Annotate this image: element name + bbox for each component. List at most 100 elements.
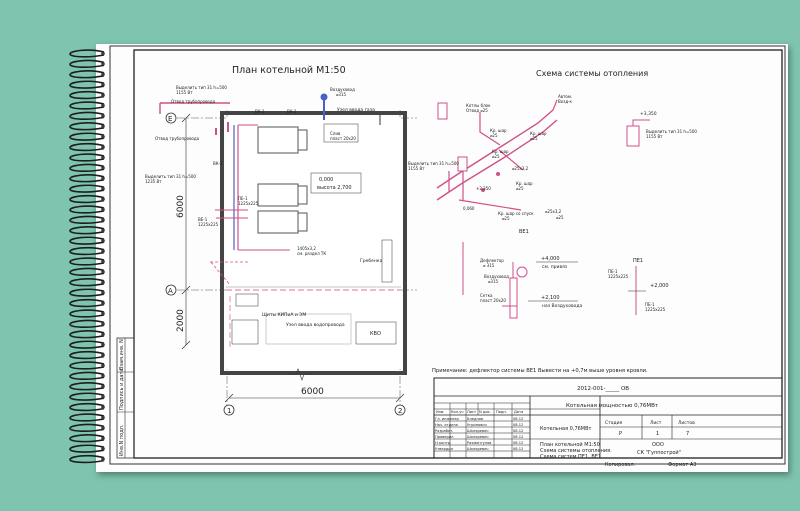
spiral-ring [69, 70, 105, 79]
spiral-hole [101, 322, 105, 326]
spiral-ring [69, 350, 105, 360]
stamp-col-ndok: N док. [479, 410, 491, 414]
spiral-hole [101, 93, 105, 97]
plan-label-otvod-top: Отвод трубопровода [171, 99, 216, 104]
spiral-hole [101, 436, 105, 441]
plan-label-vk1-c: ВК-1 [213, 161, 223, 166]
scheme-title: Схема системы отопления [536, 69, 648, 78]
spiral-ring [69, 413, 105, 422]
outer-frame [109, 45, 786, 465]
spiral-hole [101, 363, 105, 368]
spiral-hole [101, 155, 105, 160]
scheme-label-ve1: ВЕ1 [519, 229, 529, 235]
stamp-role: Утвердил [435, 447, 453, 451]
plan-label-ve1-size: 1225х225 [198, 222, 219, 227]
stamp-hdr-listov: Листов [678, 420, 695, 426]
stamp-hdr-stadiya: Стадия [605, 420, 623, 426]
spiral-ring [69, 340, 105, 349]
dim-height-bottom: 2000 [176, 309, 186, 332]
axis-a-label: А [168, 287, 173, 295]
spiral-ring [69, 309, 105, 318]
spiral-hole [101, 72, 105, 77]
stamp-name: Бледнов [467, 417, 483, 421]
spiral-ring [69, 434, 105, 443]
scheme-label-pe-right: ПЕ-1 [645, 302, 655, 307]
scheme-label-kran-d2: ⌀25 [502, 216, 510, 221]
spiral-ring [69, 382, 105, 391]
spiral-hole [101, 218, 105, 222]
stamp-date: 08.12 [513, 435, 523, 439]
stamp-role: Нач. отдела [435, 423, 458, 427]
spiral-ring [69, 236, 105, 245]
spiral-ring [69, 278, 105, 287]
plan-label-shchit: Щиты КИПиА и ЭМ [262, 312, 306, 318]
plan-label-vydelit-left: Выделить тип 31 h=500 [145, 174, 196, 179]
dim-height-top: 6000 [176, 195, 186, 218]
stamp-col-podp: Подп. [496, 410, 507, 414]
scheme-label-pe-left: ПЕ-1 [608, 269, 618, 274]
spiral-hole [101, 332, 105, 337]
plan-label-ve1: ВЕ-1 [198, 217, 208, 222]
spiral-hole [101, 124, 105, 129]
stamp-date: 08.12 [513, 441, 523, 445]
stamp-col-koluch: Кол.уч [451, 410, 463, 414]
stamp-val-list: 1 [656, 431, 659, 437]
spiral-hole [101, 280, 105, 285]
spiral-ring [69, 142, 105, 152]
spiral-ring [69, 267, 105, 276]
spiral-ring [69, 205, 105, 214]
scheme-elev-2: +2,350 [476, 186, 491, 191]
plan-label-vydelit-top-2: 1155 Вт [176, 90, 193, 95]
spiral-hole [101, 457, 105, 461]
spiral-hole [101, 270, 105, 274]
spiral-hole [101, 197, 105, 201]
spiral-ring [69, 319, 105, 328]
spiral-ring [69, 59, 105, 68]
spiral-hole [101, 415, 105, 420]
scheme-label-kran-c2: ⌀25 [492, 154, 500, 159]
spiral-hole [101, 342, 105, 347]
scheme-elev-1: +3,350 [640, 111, 657, 117]
stamp-name: Шкляревич [467, 435, 489, 439]
stamp-sheet-title-3: Схема систем ПЕ1, ВЕ1. [540, 454, 603, 460]
spiral-hole [101, 311, 105, 316]
zero-mark-1: 0,000 [319, 177, 333, 183]
scheme-label-pe-left-2: 1225х225 [608, 274, 629, 279]
spiral-ring [69, 184, 105, 193]
spiral-hole [101, 166, 105, 170]
scheme-label-vozdukhovod-2: ⌀315 [488, 279, 498, 284]
scheme-label-vozd: наз Воздуховода [542, 303, 582, 309]
scheme-label-pe1: ПЕ1 [633, 258, 643, 264]
spiral-ring [69, 392, 105, 401]
spiral-ring [69, 90, 105, 100]
plan-label-vk1-a: ВК-1 [255, 109, 265, 114]
spiral-ring [69, 49, 105, 58]
stamp-col-data: Дата [514, 410, 523, 414]
side-stamp-label-3: Инв.N подл. [119, 424, 125, 456]
scheme-label-avtom: Автом. [558, 94, 572, 99]
scheme-elev-4: +2,100 [541, 295, 560, 301]
plan-label-vk1-b: ВК-1 [287, 109, 297, 114]
spiral-hole [101, 394, 105, 399]
scheme-label-kran-d: Кр. шар со спуск [498, 211, 534, 216]
spiral-ring [69, 246, 105, 256]
spiral-ring [69, 122, 105, 131]
spiral-hole [101, 290, 105, 295]
side-stamp: Взам.инв. N Подпись и дата Инв.N подл. [116, 337, 135, 459]
spiral-hole [101, 384, 105, 389]
stamp-name: Шкляревич [467, 429, 489, 433]
stamp-kopiroval: Копировал: [605, 462, 636, 468]
spiral-hole [101, 426, 105, 430]
spiral-ring [69, 257, 105, 266]
axis-2-label: 2 [398, 407, 402, 415]
scheme-label-deflektor-2: ⌀ 315 [483, 263, 495, 268]
spiral-ring [69, 80, 105, 89]
spiral-ring [69, 153, 105, 162]
scheme-label-vydelit-b2: 1155 Вт [646, 134, 663, 139]
spiral-hole [101, 82, 105, 87]
spiral-ring [69, 132, 105, 141]
stamp-name: Угринович [467, 423, 487, 427]
scheme-pipe-1: ⌀25х3,2 [512, 166, 529, 171]
